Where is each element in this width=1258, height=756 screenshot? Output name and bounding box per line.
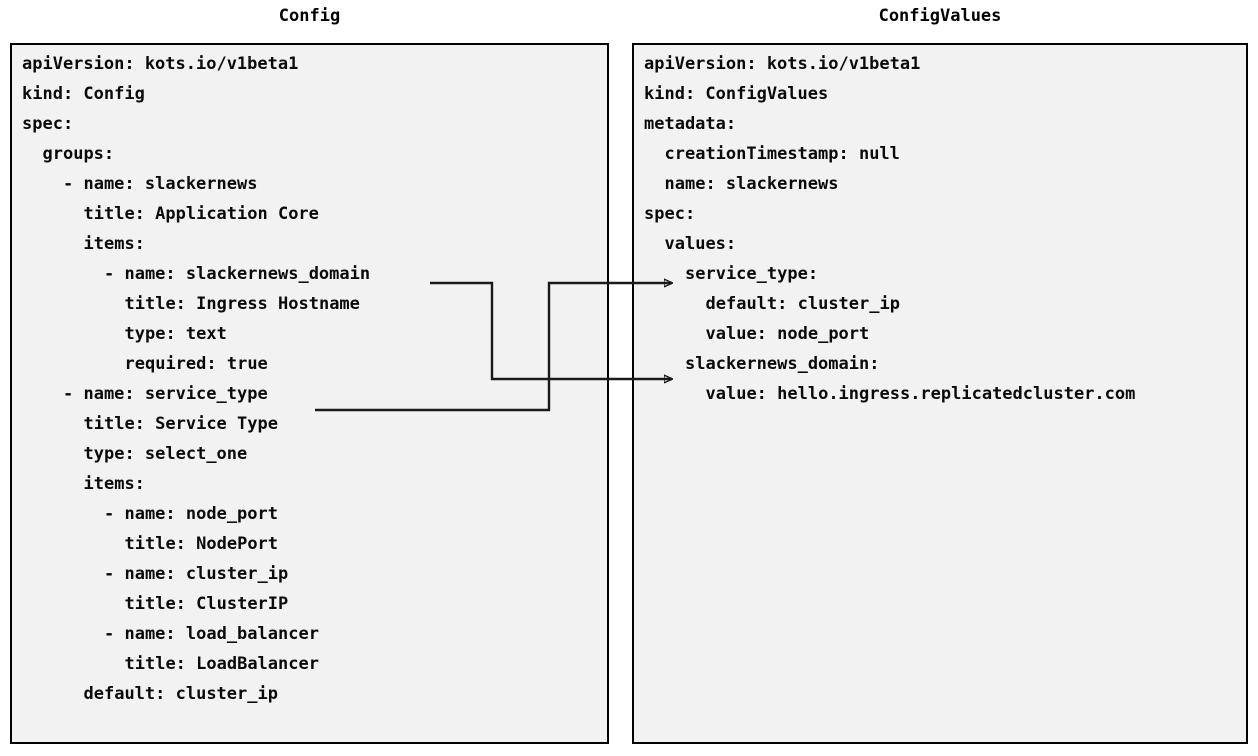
yaml-line: title: ClusterIP xyxy=(124,594,289,614)
yaml-line: title: Application Core xyxy=(83,204,319,224)
yaml-line: creationTimestamp: null xyxy=(664,144,900,164)
yaml-line: groups: xyxy=(42,144,115,164)
yaml-line: required: true xyxy=(124,354,268,374)
yaml-line: spec: xyxy=(644,204,696,224)
panel-title-config: Config xyxy=(278,6,341,26)
yaml-line: apiVersion: kots.io/v1beta1 xyxy=(644,54,921,74)
yaml-panel-configvalues: apiVersion: kots.io/v1beta1 kind: ConfigV… xyxy=(632,43,1248,744)
yaml-line: title: NodePort xyxy=(124,534,279,554)
yaml-line-list-configvalues: apiVersion: kots.io/v1beta1 kind: ConfigV… xyxy=(634,45,1246,742)
yaml-line: title: Service Type xyxy=(83,414,278,434)
yaml-line: - name: slackernews xyxy=(63,174,258,194)
yaml-line: values: xyxy=(664,234,737,254)
yaml-line: kind: ConfigValues xyxy=(644,84,829,104)
yaml-line: - name: slackernews_domain xyxy=(104,264,371,284)
yaml-line: kind: Config xyxy=(22,84,145,104)
yaml-line: title: Ingress Hostname xyxy=(124,294,360,314)
yaml-line: - name: cluster_ip xyxy=(104,564,289,584)
yaml-line: type: text xyxy=(124,324,227,344)
yaml-line: title: LoadBalancer xyxy=(124,654,319,674)
yaml-line-list-config: apiVersion: kots.io/v1beta1 kind: Config s… xyxy=(12,45,607,742)
yaml-line: - name: node_port xyxy=(104,504,278,524)
yaml-line: - name: service_type xyxy=(63,384,268,404)
yaml-line: - name: load_balancer xyxy=(104,624,319,644)
yaml-line: value: node_port xyxy=(705,324,870,344)
yaml-line: spec: xyxy=(22,114,74,134)
yaml-line: metadata: xyxy=(644,114,737,134)
yaml-line: name: slackernews xyxy=(664,174,839,194)
yaml-line: type: select_one xyxy=(83,444,248,464)
yaml-line: slackernews_domain: xyxy=(685,354,880,374)
yaml-line: default: cluster_ip xyxy=(705,294,900,314)
yaml-line: service_type: xyxy=(685,264,819,284)
yaml-line: items: xyxy=(83,474,145,494)
yaml-panel-config: apiVersion: kots.io/v1beta1 kind: Config s… xyxy=(10,43,609,744)
yaml-line: default: cluster_ip xyxy=(83,684,278,704)
yaml-line: items: xyxy=(83,234,145,254)
yaml-line: apiVersion: kots.io/v1beta1 xyxy=(22,54,299,74)
yaml-line: value: hello.ingress.replicatedcluster.c… xyxy=(705,384,1136,404)
panel-title-configvalues: ConfigValues xyxy=(878,6,1002,26)
